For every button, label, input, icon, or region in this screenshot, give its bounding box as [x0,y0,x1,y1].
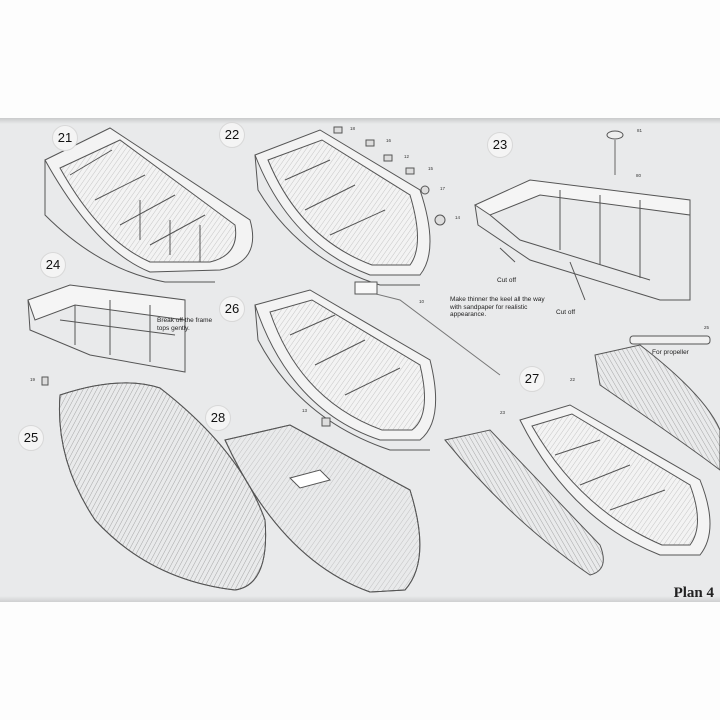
diagram-step-25 [41,376,267,591]
step-number-27: 27 [519,366,545,392]
part-number: 23 [500,410,506,415]
part-number: 81 [637,128,643,133]
part-number: 22 [570,377,576,382]
step-number-23: 23 [487,132,513,158]
cut-off-label-2: Cut off [556,309,576,316]
keel-instruction-line-3: appearance. [450,311,487,318]
frame-break-line-2: tops gently. [157,324,190,332]
sheet-top-edge [0,118,720,124]
step-number-25: 25 [18,425,44,451]
diagram-step-26 [254,281,501,451]
step-number-22: 22 [219,122,245,148]
diagram-step-22 [254,126,446,286]
keel-instruction-line-1: Make thinner the keel all the way [450,296,545,303]
frame-break-line-1: Break off the frame [157,317,213,324]
keel-instruction-line-2: with sandpaper for realistic [450,303,528,311]
frame-break-instruction: Break off the frame tops gently. [157,317,212,332]
keel-instruction: Make thinner the keel all the way with s… [450,296,545,319]
step-number-24: 24 [40,252,66,278]
diagram-step-24 [27,284,186,373]
part-number: 14 [455,215,461,220]
part-number: 80 [636,173,642,178]
for-propeller-label: For propeller [652,349,689,356]
part-number: 13 [302,408,308,413]
sheet-bottom-edge [0,596,720,602]
part-number: 12 [404,154,410,159]
part-number: 15 [428,166,434,171]
part-number: 16 [386,138,392,143]
step-number-21: 21 [52,125,78,151]
part-number: 18 [350,126,356,131]
step-number-26: 26 [219,296,245,322]
diagram-step-27 [444,344,720,576]
plan-label: Plan 4 [673,585,714,601]
cut-off-label-1: Cut off [497,277,517,284]
diagram-step-28 [224,417,421,593]
part-number: 25 [704,325,710,330]
diagram-step-21 [44,127,254,283]
step-number-28: 28 [205,405,231,431]
part-number: 10 [419,299,425,304]
part-number: 17 [440,186,446,191]
diagram-step-23 [473,130,711,345]
part-number: 19 [30,377,36,382]
